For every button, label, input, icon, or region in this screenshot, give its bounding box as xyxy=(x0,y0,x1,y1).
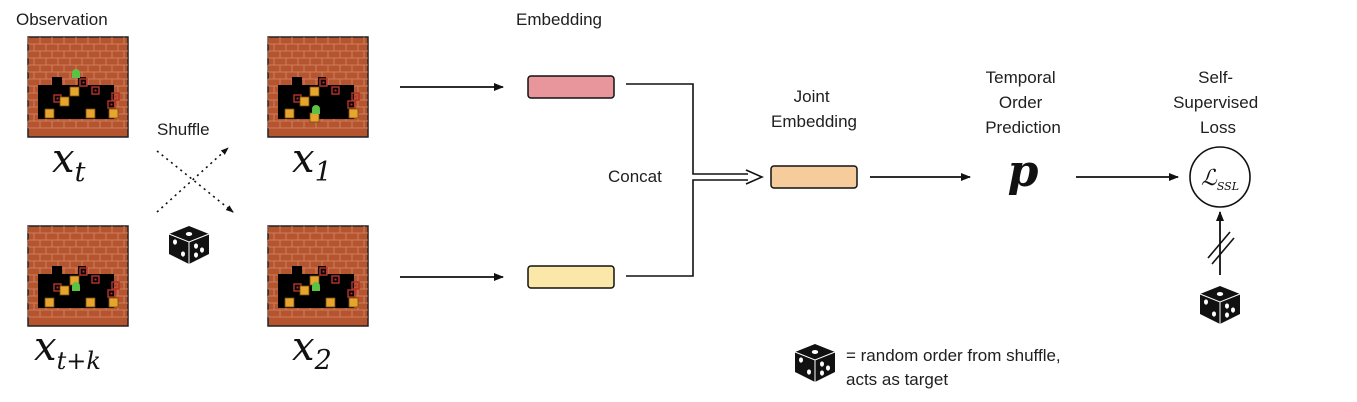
observation-frame-xt xyxy=(27,36,129,138)
prediction-p: p xyxy=(1008,146,1039,197)
dice-icon-shuffle xyxy=(168,226,210,264)
shuffle-label: Shuffle xyxy=(157,120,210,139)
stop-gradient-mark-1 xyxy=(1207,231,1231,259)
temporal-order-prediction-label: Temporal Order Prediction xyxy=(985,68,1061,137)
concat-line-bottom xyxy=(626,179,748,277)
shuffle-arrow-up xyxy=(156,147,229,213)
legend-text: = random order from shuffle, acts as tar… xyxy=(846,346,1065,389)
embedding-label: Embedding xyxy=(516,10,602,29)
loss-symbol: ℒSSL xyxy=(1201,166,1239,193)
dice-icon-loss xyxy=(1199,286,1241,324)
shuffled-frame-x2 xyxy=(267,225,369,327)
shuffle-arrow-down xyxy=(156,150,234,213)
shuffled-frame-x1 xyxy=(267,36,369,138)
loss-node xyxy=(1189,146,1251,208)
embedding-bottom xyxy=(527,265,615,289)
embedding-top xyxy=(527,75,615,99)
observation-label: Observation xyxy=(16,10,108,29)
concat-line-top xyxy=(626,83,748,175)
concat-arrowhead xyxy=(745,169,764,185)
concat-label: Concat xyxy=(608,167,662,186)
xtk-label: xt+k xyxy=(34,324,101,375)
joint-embedding xyxy=(770,165,858,189)
x1-label: x1 xyxy=(292,136,332,188)
joint-embedding-label: Joint Embedding xyxy=(771,87,857,131)
xt-label: xt xyxy=(52,136,86,188)
stop-gradient-mark-2 xyxy=(1211,237,1235,265)
dice-icon-legend xyxy=(794,344,836,382)
observation-frame-xtk xyxy=(27,225,129,327)
self-supervised-loss-label: Self- Supervised Loss xyxy=(1173,68,1263,137)
x2-label: x2 xyxy=(292,324,332,376)
